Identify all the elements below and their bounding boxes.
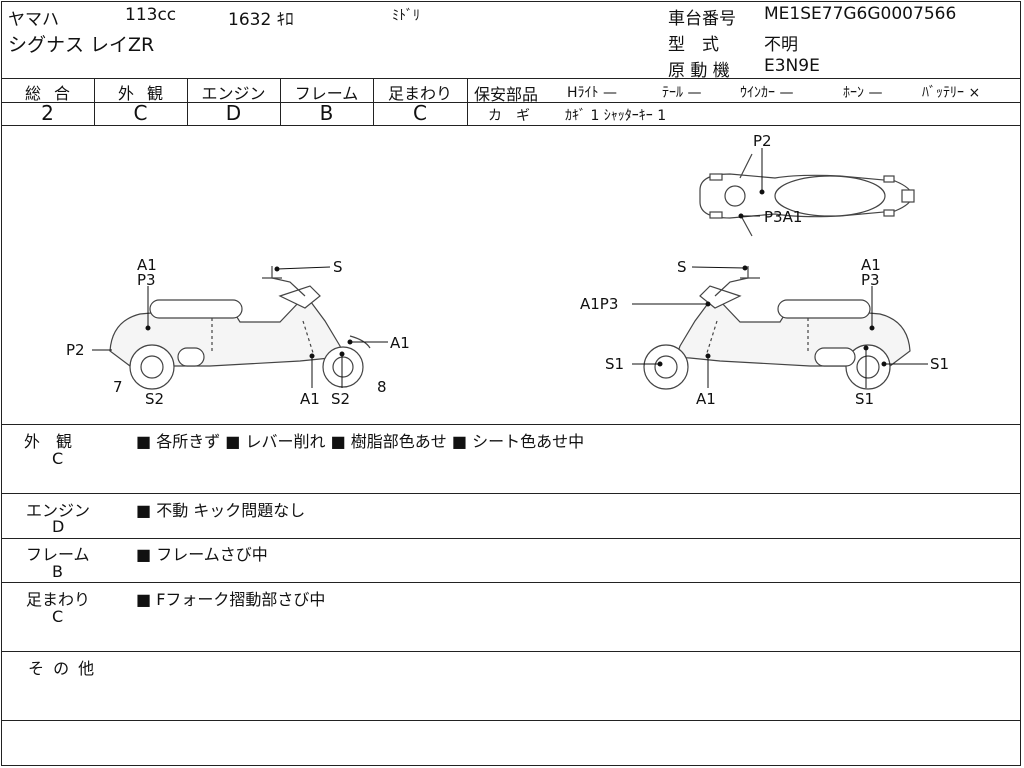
damage-diagram: P2 P3A1 S A1 P3 P2 7 S2 A1 A1 S2 8 S A1 … [66,132,949,408]
divider [94,78,95,125]
label-top-p3a1: P3A1 [764,208,802,226]
overall-grade: 2 [41,101,54,125]
headlight-status: Hﾗｲﾄ — [567,85,617,101]
overall-grade-label: 総 合 [24,84,71,103]
divider [1,651,1021,652]
label-left-s: S [333,258,343,276]
mileage: 1632 ｷﾛ [228,10,294,30]
frame-section-grade: B [52,562,63,581]
engine-grade-label: エンジン [201,84,266,103]
divider [1,582,1021,583]
exterior-notes: ■ 各所きず ■ レバー削れ ■ 樹脂部色あせ ■ シート色あせ中 [136,432,585,451]
divider [1,720,1021,721]
engine-grade: D [225,101,242,125]
label-right-a1: A1 [861,256,881,274]
label-left-8: 8 [377,378,387,396]
exterior-grade: C [133,101,148,125]
label-right-a1-bottom: A1 [696,390,716,408]
battery-status: ﾊﾞｯﾃﾘｰ × [922,85,981,101]
type-label: 型 式 [668,35,719,55]
color: ﾐﾄﾞﾘ [392,8,420,24]
divider [467,78,468,125]
frame-notes: ■ フレームさび中 [136,545,268,564]
horn-status: ﾎｰﾝ — [843,85,883,101]
suspension-grade-label: 足まわり [387,84,452,103]
scooter-top-view [699,153,915,237]
engine-model-label: 原 動 機 [668,61,730,81]
label-right-p3: P3 [861,271,880,289]
label-left-s2-bottom: S2 [331,390,350,408]
maker: ヤマハ [8,10,59,30]
frame-grade: B [319,101,334,125]
safety-parts-label: 保安部品 [474,85,539,104]
scooter-left-view [109,266,371,390]
suspension-section-grade: C [52,607,64,626]
divider [1,493,1021,494]
label-left-s2: S2 [145,390,164,408]
divider [373,78,374,125]
label-left-p3: P3 [137,271,156,289]
model-name: シグナス レイZR [8,34,155,56]
frame-number: ME1SE77G6G0007566 [764,4,957,24]
exterior-section-label: 外 観 [24,432,73,451]
divider [1,125,1021,126]
frame-number-label: 車台番号 [668,9,736,29]
engine-notes: ■ 不動 キック問題なし [136,501,306,520]
label-left-p2: P2 [66,341,85,359]
label-left-a1-bottom: A1 [300,390,320,408]
suspension-section-label: 足まわり [26,590,91,609]
label-left-7: 7 [113,378,123,396]
divider [1,538,1021,539]
taillight-status: ﾃｰﾙ — [662,85,702,101]
label-top-p2: P2 [753,132,772,150]
frame-section-label: フレーム [26,545,90,564]
engine-section-grade: D [52,517,65,536]
label-right-s: S [677,258,687,276]
divider [280,78,281,125]
label-left-a1: A1 [137,256,157,274]
divider [1,424,1021,425]
suspension-notes: ■ Fフォーク摺動部さび中 [136,590,326,609]
exterior-grade-label: 外 観 [117,84,164,103]
divider [1,102,467,103]
label-left-a1-front: A1 [390,334,410,352]
type-value: 不明 [764,35,798,55]
label-right-a1p3: A1P3 [580,295,618,313]
divider [467,102,1021,103]
label-right-s1-bottom: S1 [855,390,874,408]
key-label: カ ギ [488,108,530,124]
winker-status: ｳｲﾝｶｰ — [740,85,794,101]
exterior-section-grade: C [52,449,64,468]
engine-section-label: エンジン [26,501,91,520]
frame-grade-label: フレーム [294,84,359,103]
label-right-s1-left: S1 [605,355,624,373]
engine-cc: 113cc [125,5,177,25]
label-right-s1-right: S1 [930,355,949,373]
suspension-grade: C [413,101,427,125]
engine-model: E3N9E [764,56,820,76]
other-section-label: そ の 他 [28,659,95,678]
scooter-right-view [643,266,911,390]
divider [187,78,188,125]
divider [1,78,1021,79]
key-value: ｶｷﾞ 1 ｼｬｯﾀｰｷｰ 1 [565,108,667,124]
